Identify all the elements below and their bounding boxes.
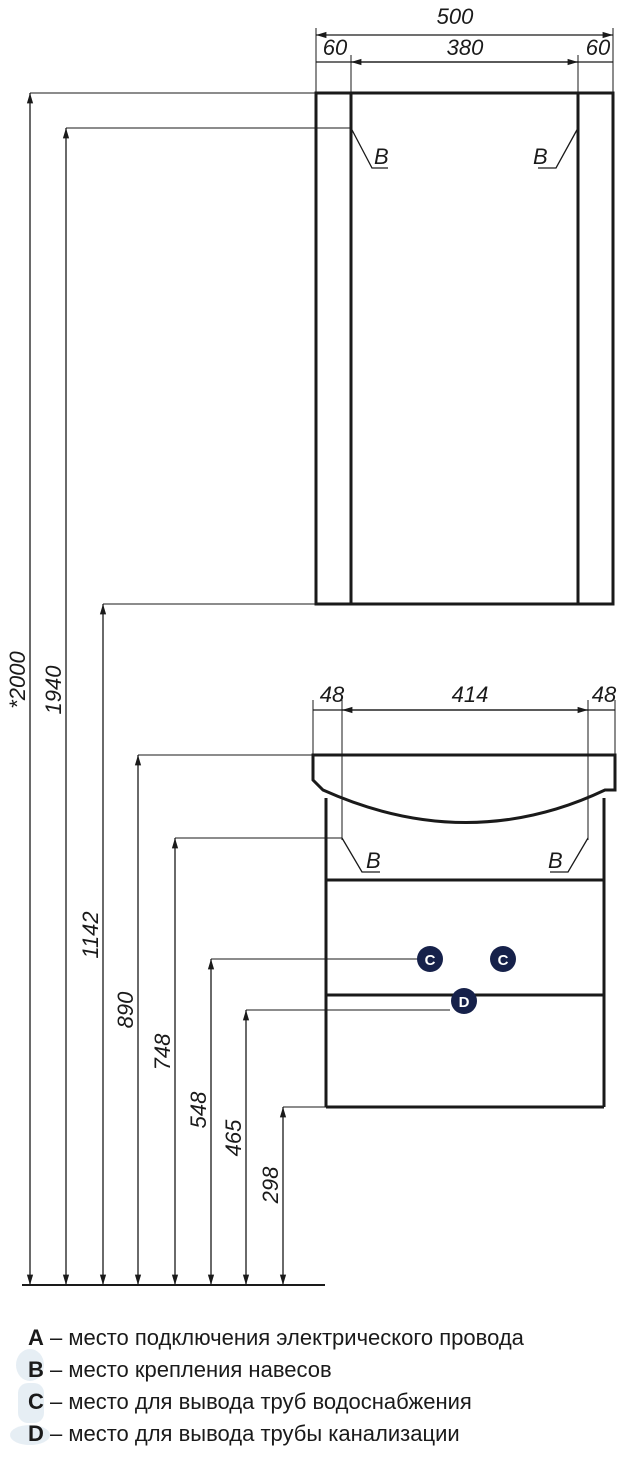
- marker-c-left-label: C: [425, 952, 436, 969]
- legend-text-b: – место крепления навесов: [43, 1357, 332, 1382]
- marker-b-cabinet-left: B: [374, 144, 389, 169]
- legend: A – место подключения электрического про…: [28, 1322, 638, 1450]
- marker-d-label: D: [459, 994, 470, 1011]
- legend-key-c: C: [28, 1389, 44, 1414]
- leader-b-cabinet-right: [538, 127, 579, 169]
- marker-b-vanity-right: B: [548, 848, 563, 873]
- label-cabinet-side-left: 60: [323, 35, 348, 60]
- marker-c-left: C: [417, 946, 443, 972]
- marker-c-right: C: [490, 946, 516, 972]
- label-vanity-inner: 414: [452, 682, 489, 707]
- label-height-298: 298: [258, 1166, 283, 1204]
- legend-row-b: B – место крепления навесов: [28, 1354, 638, 1386]
- legend-text-a: – место подключения электрического прово…: [43, 1325, 524, 1350]
- logo-mark: [10, 1349, 50, 1445]
- leader-b-cabinet-left: [350, 127, 388, 169]
- label-height-748: 748: [150, 1033, 175, 1070]
- label-cabinet-side-right: 60: [586, 35, 611, 60]
- technical-drawing: 500 60 380 60 48 414 48 *2000 1940 1142 …: [5, 4, 617, 1286]
- label-cabinet-inner: 380: [447, 35, 484, 60]
- label-height-1142: 1142: [78, 911, 103, 958]
- legend-row-c: C – место для вывода труб водоснабжения: [28, 1386, 638, 1418]
- label-vanity-side-left: 48: [320, 682, 345, 707]
- label-total-width: 500: [437, 4, 474, 29]
- legend-key-b: B: [28, 1357, 44, 1382]
- marker-b-cabinet-right: B: [533, 144, 548, 169]
- label-height-890: 890: [113, 991, 138, 1028]
- marker-b-vanity-left: B: [366, 848, 381, 873]
- marker-d: D: [451, 988, 477, 1014]
- marker-c-right-label: C: [498, 952, 509, 969]
- label-height-465: 465: [221, 1119, 246, 1156]
- legend-key-d: D: [28, 1421, 44, 1446]
- vanity-basin-top: [311, 753, 617, 824]
- label-height-1940: 1940: [41, 665, 66, 715]
- legend-text-c: – место для вывода труб водоснабжения: [43, 1389, 472, 1414]
- label-height-548: 548: [186, 1091, 211, 1128]
- leader-b-vanity-right: [550, 837, 589, 873]
- legend-text-d: – место для вывода трубы канализации: [43, 1421, 460, 1446]
- legend-key-a: A: [28, 1325, 44, 1350]
- label-height-2000: *2000: [5, 650, 30, 708]
- legend-row-a: A – место подключения электрического про…: [28, 1322, 638, 1354]
- label-vanity-side-right: 48: [592, 682, 617, 707]
- leader-b-vanity-left: [341, 837, 380, 873]
- legend-row-d: D – место для вывода трубы канализации: [28, 1418, 638, 1450]
- wall-cabinet-outline: [314, 91, 615, 606]
